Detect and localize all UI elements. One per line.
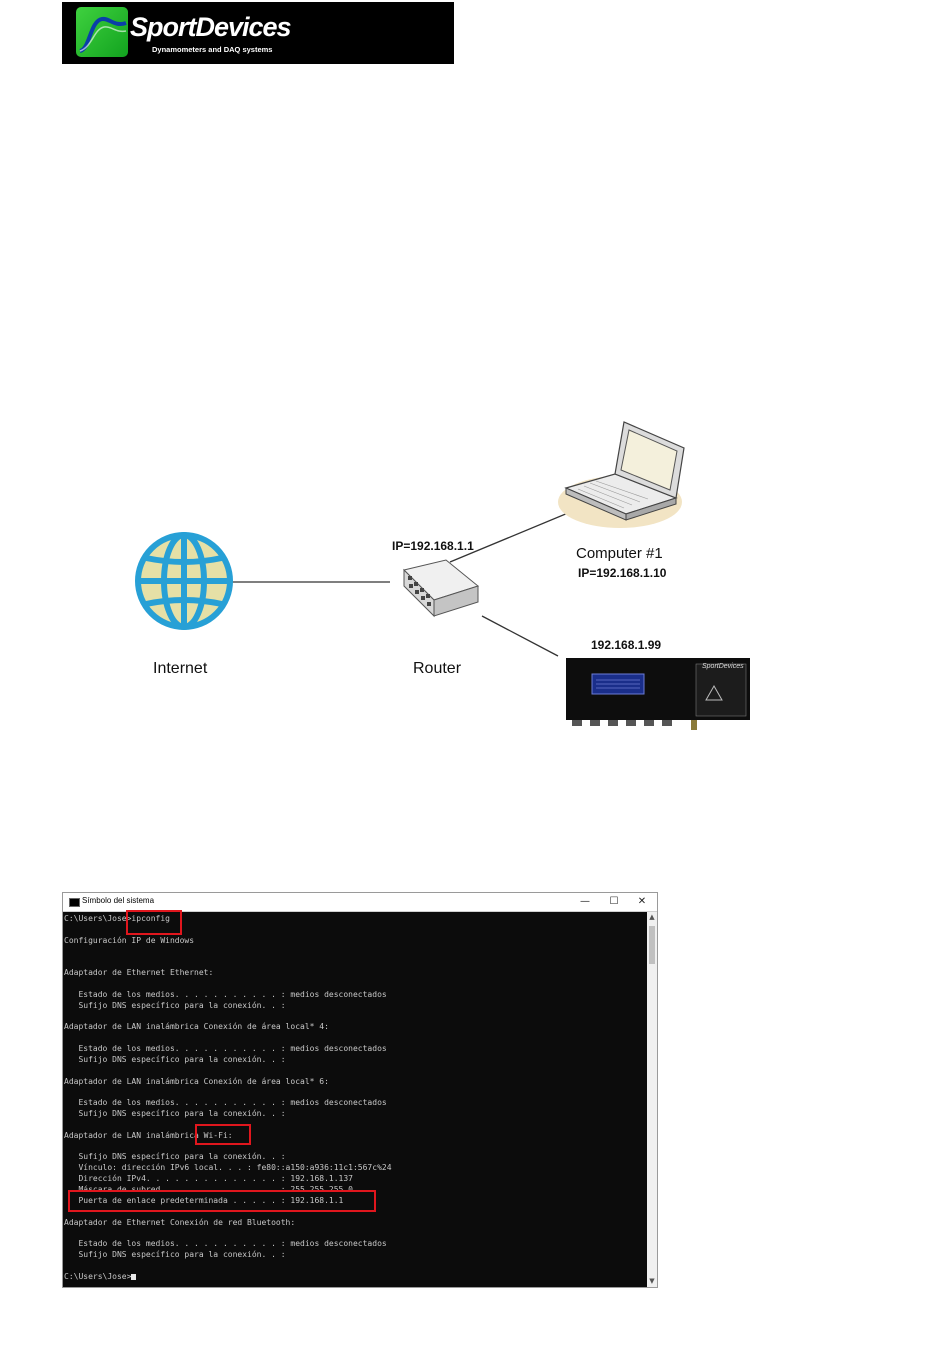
console-line: Máscara de subred . . . . . . . . . . . …	[64, 1185, 353, 1194]
terminal-icon	[69, 898, 80, 907]
line-router-computer	[449, 507, 581, 563]
command-prompt-window: Símbolo del sistema — ☐ ✕ C:\Users\Jose>…	[62, 892, 658, 1288]
router-label: Router	[413, 660, 462, 677]
computer-label: Computer #1	[576, 545, 663, 562]
sportdevices-unit-icon	[566, 658, 750, 730]
console-line: C:\Users\Jose>ipconfig	[64, 914, 170, 923]
computer-ip-label: IP=192.168.1.10	[578, 566, 667, 580]
maximize-button[interactable]: ☐	[609, 896, 619, 907]
window-title: Símbolo del sistema	[82, 896, 155, 905]
laptop-icon	[558, 421, 685, 528]
device-ip-label: 192.168.1.99	[591, 638, 662, 652]
text-cursor	[131, 1274, 137, 1280]
console-line: Estado de los medios. . . . . . . . . . …	[64, 1239, 387, 1248]
scroll-thumb[interactable]	[649, 926, 655, 964]
logo-brand-name: SportDevices	[130, 12, 292, 42]
network-diagram: Internet IP=192.168.1.1 Router Computer …	[120, 410, 760, 740]
console-line: Configuración IP de Windows	[64, 936, 195, 945]
console-line: Adaptador de LAN inalámbrica Conexión de…	[64, 1077, 329, 1086]
internet-label: Internet	[153, 660, 208, 677]
console-line: Estado de los medios. . . . . . . . . . …	[64, 1098, 387, 1107]
console-line: Sufijo DNS específico para la conexión. …	[64, 1055, 286, 1064]
minimize-button[interactable]: —	[580, 896, 590, 907]
window-titlebar[interactable]: Símbolo del sistema — ☐ ✕	[63, 893, 657, 912]
highlight-wifi	[195, 1124, 251, 1145]
console-line: Adaptador de Ethernet Conexión de red Bl…	[64, 1218, 296, 1227]
logo-mark-icon	[76, 7, 128, 57]
console-line: Adaptador de LAN inalámbrica Conexión de…	[64, 1022, 329, 1031]
console-output[interactable]: C:\Users\Jose>ipconfig Configuración IP …	[63, 912, 647, 1286]
highlight-ipconfig	[126, 910, 182, 935]
scroll-down-arrow-icon[interactable]: ▼	[649, 1277, 655, 1285]
highlight-gateway	[68, 1190, 376, 1212]
scroll-up-arrow-icon[interactable]: ▲	[649, 913, 655, 921]
console-prompt-line[interactable]: C:\Users\Jose>	[64, 1272, 137, 1282]
sportdevices-logo: SportDevices Dynamometers and DAQ system…	[62, 2, 454, 64]
console-line: Sufijo DNS específico para la conexión. …	[64, 1109, 286, 1118]
console-line: Sufijo DNS específico para la conexión. …	[64, 1250, 286, 1259]
console-line: Sufijo DNS específico para la conexión. …	[64, 1001, 286, 1010]
vertical-scrollbar[interactable]: ▲ ▼	[647, 912, 657, 1287]
diagram-drawing	[135, 421, 750, 730]
line-router-device	[481, 615, 559, 657]
console-line: Vínculo: dirección IPv6 local. . . : fe8…	[64, 1163, 392, 1172]
router-ip-label: IP=192.168.1.1	[392, 539, 474, 553]
console-line: Adaptador de Ethernet Ethernet:	[64, 968, 214, 977]
router-icon	[403, 559, 480, 618]
device-brand-label: SportDevices	[702, 663, 744, 670]
console-line: Sufijo DNS específico para la conexión. …	[64, 1152, 286, 1161]
close-button[interactable]: ✕	[637, 896, 647, 907]
console-line: Estado de los medios. . . . . . . . . . …	[64, 990, 387, 999]
console-prompt: C:\Users\Jose>	[64, 1272, 132, 1281]
console-line: Adaptador de LAN inalámbrica Wi-Fi:	[64, 1131, 233, 1140]
console-line: Dirección IPv4. . . . . . . . . . . . . …	[64, 1174, 353, 1183]
globe-icon	[135, 532, 233, 630]
console-line: Puerta de enlace predeterminada . . . . …	[64, 1196, 344, 1205]
logo-tagline: Dynamometers and DAQ systems	[152, 45, 273, 54]
console-line: Estado de los medios. . . . . . . . . . …	[64, 1044, 387, 1053]
